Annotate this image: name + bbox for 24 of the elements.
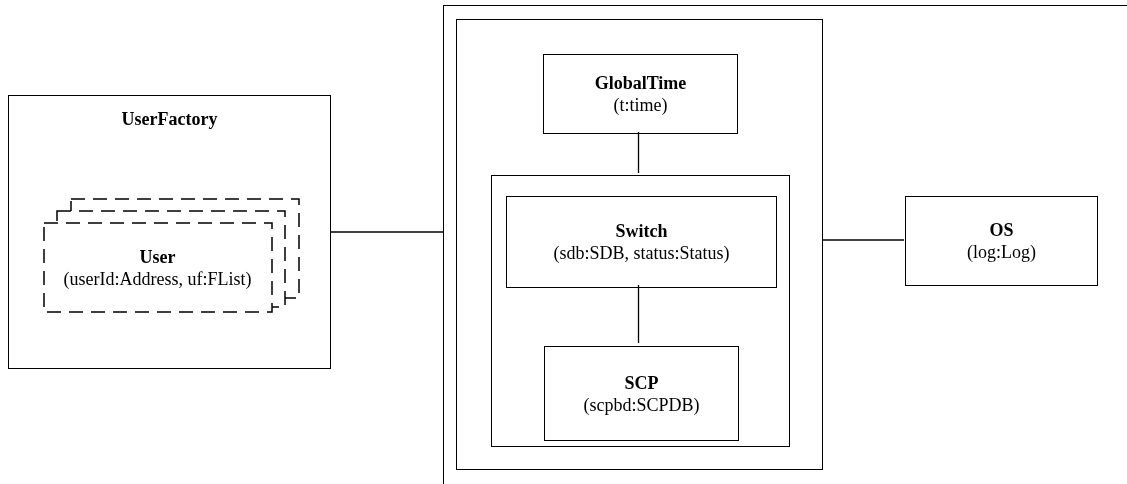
class-name: SCP [624, 371, 659, 394]
class-box [8, 95, 331, 369]
class-box [544, 346, 739, 441]
connector-line [330, 231, 444, 233]
container-box [456, 19, 823, 470]
class-name: UserFactory [121, 108, 218, 130]
attribute-list: (scpbd:SCPDB) [583, 393, 700, 416]
container-box [443, 5, 1127, 484]
stacked-dashed-boxes [43, 198, 300, 313]
class-name: User [139, 245, 176, 268]
connector-line [637, 131, 640, 174]
attribute-list: (userId:Address, uf:FList) [63, 267, 252, 290]
attribute-list: (t:time) [613, 94, 668, 116]
class-box [543, 54, 738, 134]
attribute-list: (log:Log) [967, 241, 1036, 263]
class-box [905, 196, 1098, 286]
class-name: OS [989, 219, 1014, 241]
class-name: GlobalTime [594, 72, 687, 94]
class-box [506, 196, 777, 288]
container-box [491, 175, 790, 447]
class-name: Switch [615, 220, 668, 242]
connector-line [637, 284, 640, 344]
attribute-list: (sdb:SDB, status:Status) [553, 242, 730, 264]
connector-line [821, 239, 905, 241]
